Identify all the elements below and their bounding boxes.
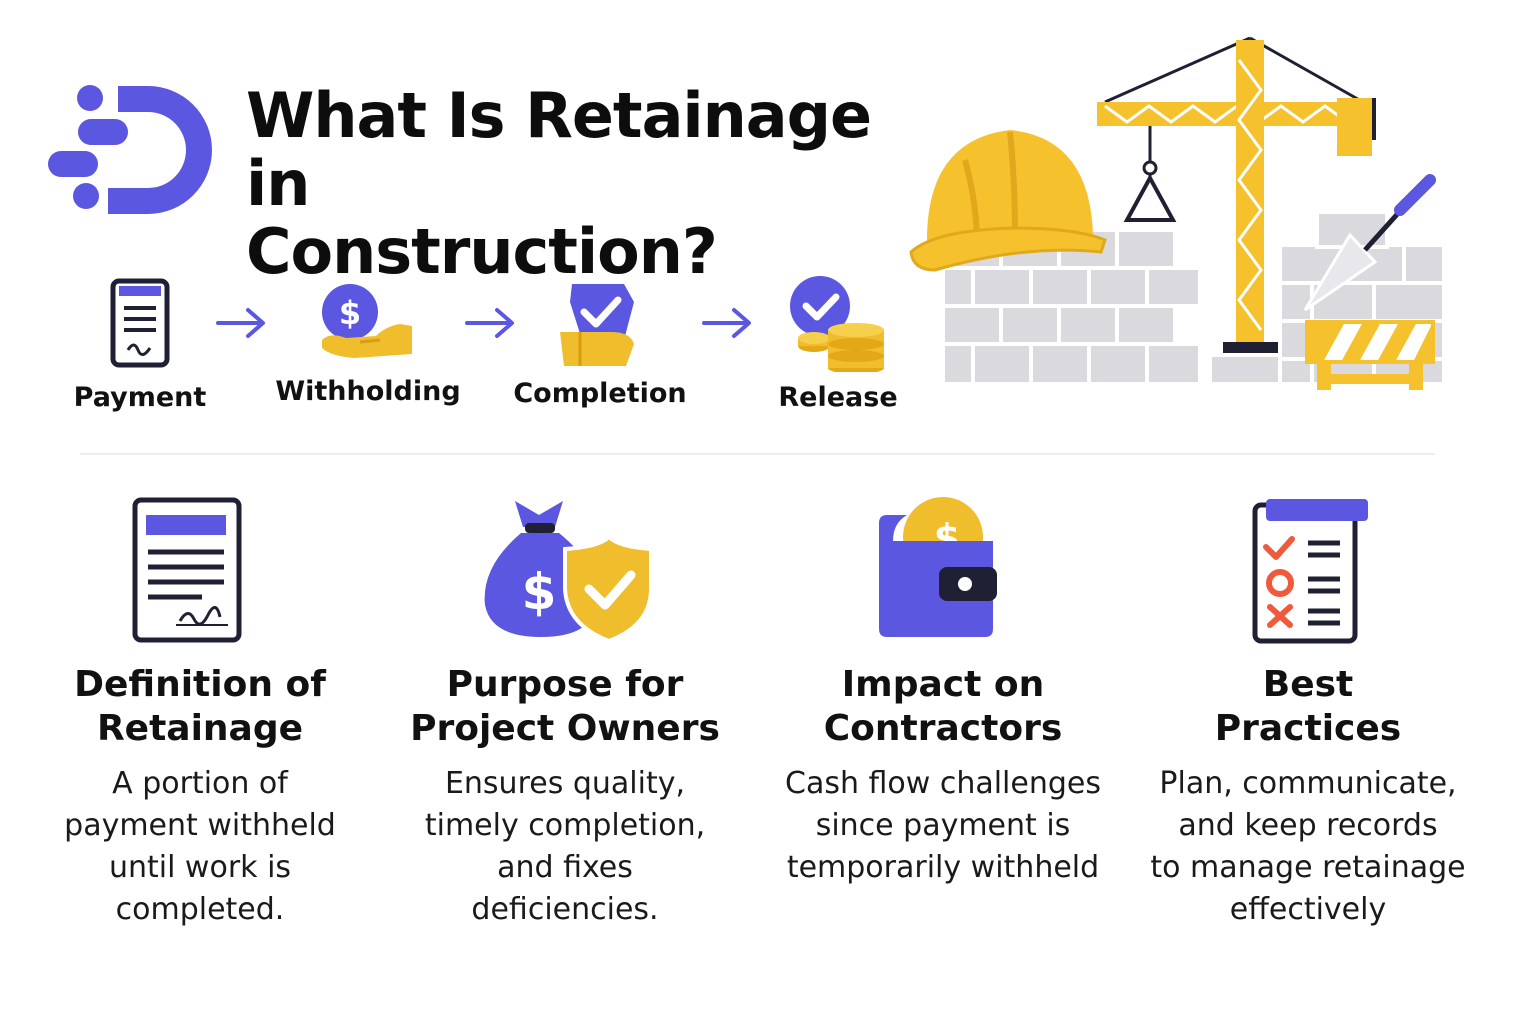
process-step-completion: Completion [490, 282, 710, 409]
card-best-practices: Best Practices Plan, communicate, and ke… [1128, 497, 1488, 931]
money-bag-shield-icon: $ [481, 497, 745, 643]
card-impact: $ Impact on Contractors Cash flow challe… [763, 497, 1123, 889]
card-title-line: Definition of [74, 664, 326, 705]
card-description: Plan, communicate, and keep records to m… [1128, 763, 1488, 931]
construction-illustration [905, 30, 1450, 390]
shield-check-hand-icon [560, 282, 710, 368]
process-step-label: Release [778, 382, 898, 413]
card-title: Definition of Retainage [20, 663, 380, 751]
arrow-right-icon [700, 305, 760, 345]
hard-hat-icon [909, 130, 1107, 272]
process-step-label: Completion [513, 378, 687, 409]
card-text-line: to manage retainage [1150, 850, 1466, 885]
process-step-label: Payment [73, 382, 207, 413]
card-title: Impact on Contractors [763, 663, 1123, 751]
card-text-line: temporarily withheld [786, 850, 1100, 885]
card-description: Ensures quality, timely completion, and … [385, 763, 745, 931]
process-step-payment: Payment [30, 278, 250, 413]
card-text-line: and keep records [1178, 808, 1438, 843]
card-title-line: Impact on [841, 664, 1045, 705]
card-text-line: since payment is [815, 808, 1071, 843]
crane-icon [1097, 36, 1376, 356]
card-text-line: effectively [1229, 892, 1387, 927]
card-text-line: Plan, communicate, [1159, 766, 1457, 801]
trowel-icon [1303, 174, 1436, 312]
page-title: What Is Retainage in Construction? [246, 82, 946, 286]
card-title-line: Retainage [96, 708, 304, 749]
coins-check-icon [790, 276, 948, 372]
arrow-right-icon [463, 305, 523, 345]
page-title-line-2: Construction? [246, 215, 718, 288]
card-title: Purpose for Project Owners [385, 663, 745, 751]
card-text-line: Ensures quality, [444, 766, 686, 801]
hand-coin-icon: $ [320, 282, 478, 362]
brand-logo [48, 84, 223, 216]
road-barrier-icon [1305, 320, 1435, 390]
card-text-line: timely completion, [424, 808, 706, 843]
process-step-withholding: $ Withholding [258, 282, 478, 407]
invoice-icon [110, 278, 250, 368]
card-text-line: deficiencies. [471, 892, 659, 927]
card-text-line: payment withheld [64, 808, 336, 843]
card-title-line: Best [1262, 664, 1354, 705]
section-divider [80, 453, 1435, 455]
checklist-icon [1252, 497, 1488, 645]
card-title-line: Project Owners [410, 708, 720, 749]
card-title: Best Practices [1128, 663, 1488, 751]
card-title-line: Contractors [823, 708, 1063, 749]
card-description: A portion of payment withheld until work… [20, 763, 380, 931]
card-title-line: Purpose for [446, 664, 684, 705]
page-title-line-1: What Is Retainage in [246, 79, 872, 220]
card-definition: Definition of Retainage A portion of pay… [20, 497, 380, 931]
card-text-line: A portion of [112, 766, 288, 801]
wallet-coin-icon: $ [873, 497, 1123, 643]
card-purpose: $ Purpose for Project Owners Ensures qua… [385, 497, 745, 931]
svg-text:$: $ [522, 563, 557, 621]
svg-text:$: $ [339, 294, 361, 332]
card-text-line: Cash flow challenges [785, 766, 1101, 801]
card-title-line: Practices [1214, 708, 1402, 749]
card-description: Cash flow challenges since payment is te… [763, 763, 1123, 889]
process-step-release: Release [728, 276, 948, 413]
card-text-line: completed. [115, 892, 285, 927]
arrow-right-icon [214, 305, 274, 345]
card-text-line: until work is [108, 850, 292, 885]
contract-document-icon [132, 497, 380, 643]
card-text-line: and fixes [497, 850, 633, 885]
process-step-label: Withholding [275, 376, 461, 407]
